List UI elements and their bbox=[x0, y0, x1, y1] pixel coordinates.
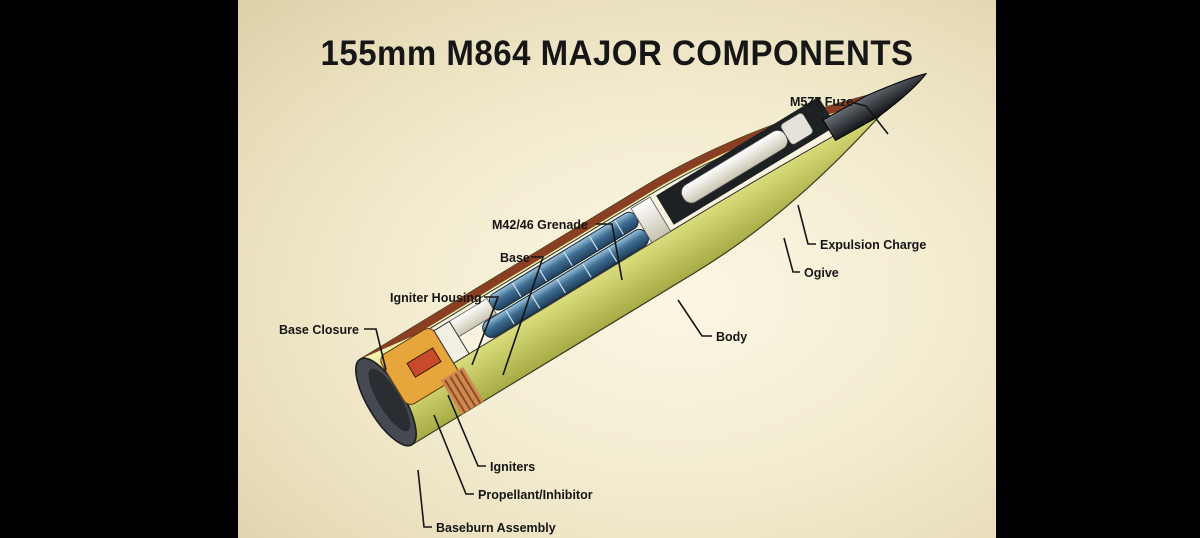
casing-wall bbox=[360, 90, 888, 360]
leader-lines bbox=[364, 102, 889, 528]
igniter-core bbox=[406, 347, 442, 378]
leader-expulsion bbox=[797, 204, 816, 245]
leader-igniter-housing bbox=[471, 296, 500, 366]
label-ogive: Ogive bbox=[804, 266, 839, 280]
fuze bbox=[822, 72, 928, 142]
diagram-panel: 155mm M864 MAJOR COMPONENTS bbox=[238, 0, 996, 538]
leader-base bbox=[502, 256, 545, 376]
leader-igniters bbox=[447, 394, 486, 467]
base-closure-ring bbox=[368, 368, 411, 432]
projectile bbox=[355, 72, 928, 447]
label-propellant-inhibitor: Propellant/Inhibitor bbox=[478, 488, 593, 502]
leader-body bbox=[677, 299, 712, 337]
grenade-separators bbox=[505, 220, 624, 325]
label-base-closure: Base Closure bbox=[279, 323, 359, 337]
expulsion-charge-cap bbox=[780, 112, 814, 145]
label-base: Base bbox=[500, 251, 530, 265]
projectile-cutaway-diagram: M577 Fuze Expulsion Charge Ogive M42/46 … bbox=[279, 72, 928, 535]
diagram-title: 155mm M864 MAJOR COMPONENTS bbox=[320, 32, 914, 73]
label-fuze: M577 Fuze bbox=[790, 95, 853, 109]
component-labels: M577 Fuze Expulsion Charge Ogive M42/46 … bbox=[279, 95, 926, 535]
rotating-band bbox=[440, 366, 484, 415]
leader-grenade bbox=[596, 223, 623, 281]
label-baseburn-assembly: Baseburn Assembly bbox=[436, 521, 556, 535]
leader-ogive bbox=[783, 237, 800, 273]
leader-base-closure bbox=[364, 328, 387, 371]
grenade-end-cap bbox=[630, 196, 672, 244]
label-grenade: M42/46 Grenade bbox=[492, 218, 588, 232]
leader-fuze bbox=[853, 102, 889, 135]
leader-propellant bbox=[433, 414, 474, 495]
label-body: Body bbox=[716, 330, 747, 344]
label-igniter-housing: Igniter Housing bbox=[390, 291, 482, 305]
igniter-housing bbox=[433, 320, 470, 364]
label-expulsion-charge: Expulsion Charge bbox=[820, 238, 926, 252]
label-igniters: Igniters bbox=[490, 460, 535, 474]
leader-baseburn bbox=[417, 469, 432, 528]
